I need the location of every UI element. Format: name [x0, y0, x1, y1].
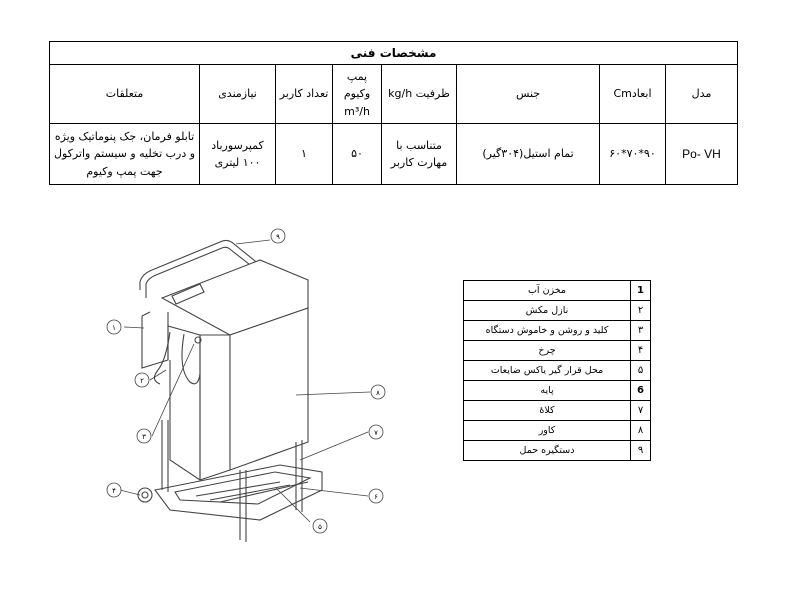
callout-1: ۱	[112, 324, 116, 332]
header-dimensions: ابعادCm	[599, 64, 667, 124]
callout-4: ۴	[112, 487, 116, 495]
header-model: مدل	[665, 64, 739, 124]
callout-5: ۵	[318, 523, 322, 531]
cell-dimensions: ۹۰*۷۰*۶۰	[599, 123, 667, 185]
legend-label: کاور	[463, 420, 631, 441]
machine-diagram: ۱ ۲ ۳ ۴ ۵ ۶ ۷ ۸ ۹	[106, 228, 386, 542]
legend-label: چرخ	[463, 340, 631, 361]
legend-label: محل قرار گیر یاکس ضایعات	[463, 360, 631, 381]
legend-num: ۲	[630, 300, 651, 321]
header-material: جنس	[456, 64, 601, 124]
callout-3: ۳	[142, 433, 146, 441]
legend-num: ۳	[630, 320, 651, 341]
spec-title: مشخصات فنی	[48, 41, 739, 65]
spec-table: مشخصات فنی مدل ابعادCm جنس ظرفیت kg/h پم…	[48, 41, 739, 185]
legend-label: پایه	[463, 380, 631, 401]
cell-pump: ۵۰	[332, 123, 383, 185]
callout-2: ۲	[140, 377, 144, 385]
legend-label: مخزن آب	[463, 280, 631, 301]
header-requirements: نیازمندی	[199, 64, 277, 124]
header-operators: تعداد کاربر	[275, 64, 334, 124]
callout-8: ۸	[376, 389, 380, 397]
legend-num: 6	[630, 380, 651, 401]
cell-accessories: تابلو فرمان، جک پنوماتیک ویژه و درب تخلی…	[48, 123, 201, 185]
legend-label: کلید و روشن و خاموش دستگاه	[463, 320, 631, 341]
header-accessories: متعلقات	[48, 64, 201, 124]
legend-num: ۴	[630, 340, 651, 361]
legend-num: ۹	[630, 440, 651, 461]
legend-num: 1	[630, 280, 651, 301]
legend-label: کلاهٔ	[463, 400, 631, 421]
header-pump: پمپ وکیوم m³/h	[332, 64, 383, 124]
legend-label: دستگیره حمل	[463, 440, 631, 461]
legend-num: ۷	[630, 400, 651, 421]
callout-7: ۷	[374, 429, 378, 437]
cell-model: Po- VH	[665, 123, 739, 185]
callout-6: ۶	[374, 493, 378, 501]
legend-num: ۵	[630, 360, 651, 381]
cell-requirements: کمپرسورباد ۱۰۰ لیتری	[199, 123, 277, 185]
legend-label: نازل مکش	[463, 300, 631, 321]
cell-operators: ۱	[275, 123, 334, 185]
header-capacity: ظرفیت kg/h	[381, 64, 458, 124]
callout-9: ۹	[276, 233, 280, 241]
cell-capacity: متناسب با مهارت کاربر	[381, 123, 458, 185]
legend-num: ۸	[630, 420, 651, 441]
cell-material: تمام استیل(۳۰۴گیر)	[456, 123, 601, 185]
